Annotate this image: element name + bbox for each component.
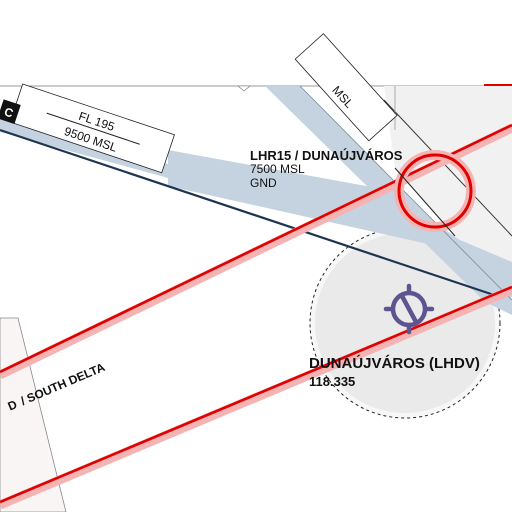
navaid-symbol-icon[interactable] <box>383 283 435 335</box>
restricted-circle <box>397 153 473 229</box>
aerodrome-frequency: 118.335 <box>309 374 355 389</box>
airway-band-3 <box>265 86 512 315</box>
boundary-line-upper <box>383 99 512 237</box>
top-pointer-icon <box>237 85 251 92</box>
airway-edge <box>299 85 512 301</box>
airway-badge: C <box>0 99 21 125</box>
airway-level-box: FL 195 9500 MSL <box>9 83 175 174</box>
restricted-area-upper: 7500 MSL <box>250 162 305 176</box>
boundary-line-through-circle <box>394 167 456 237</box>
airway-centerline <box>0 128 501 299</box>
airway-band-2 <box>168 150 512 297</box>
top-right-red-mark <box>484 84 512 87</box>
aerodrome-name: DUNAÚJVÁROS (LHDV) <box>309 354 480 372</box>
restricted-area-lower: GND <box>250 176 277 190</box>
restricted-area-name: LHR15 / DUNAÚJVÁROS <box>250 148 403 163</box>
restricted-lines <box>0 123 512 510</box>
partial-level-box: MSL <box>294 33 398 142</box>
